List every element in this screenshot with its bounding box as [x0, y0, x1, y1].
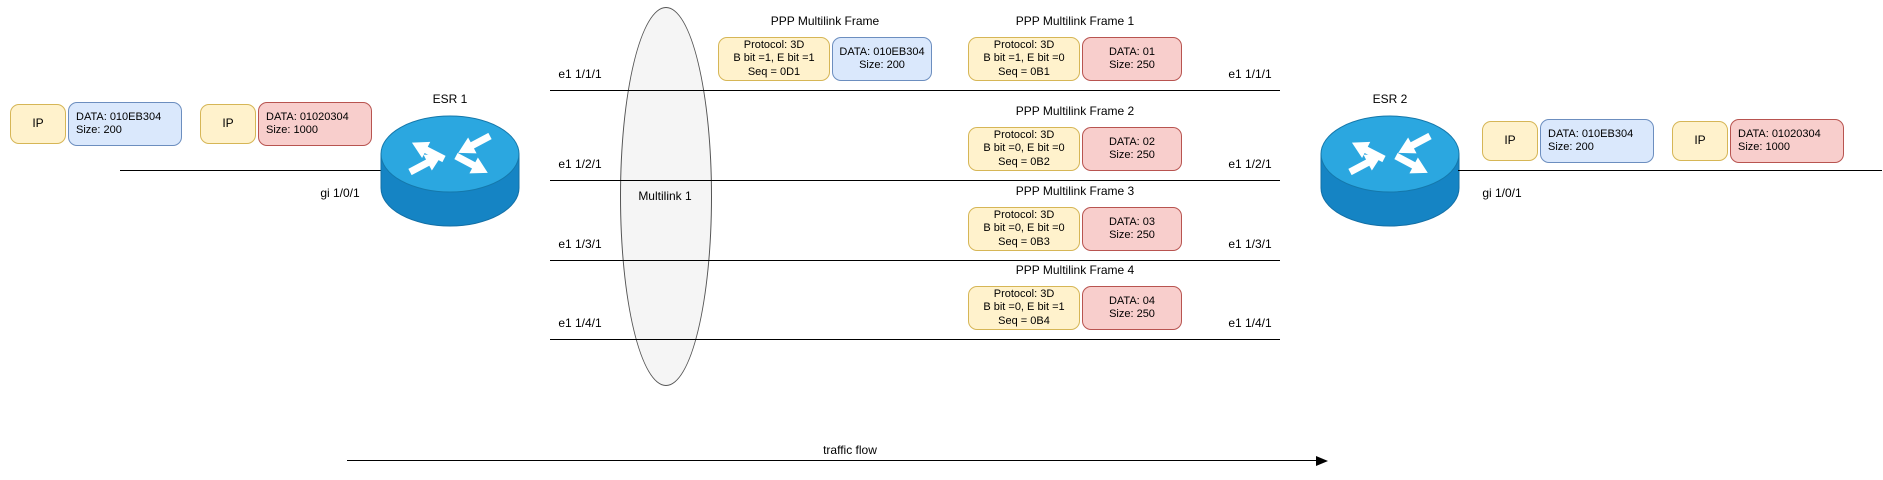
traffic-flow-arrowhead	[1316, 455, 1328, 466]
frame-seq: Seq = 0B3	[998, 235, 1050, 248]
link4-right-label: e1 1/4/1	[1228, 316, 1272, 330]
esr2-name: ESR 2	[1372, 92, 1408, 106]
frame1-header-box: Protocol: 3D B bit =1, E bit =0 Seq = 0B…	[968, 37, 1080, 81]
esr1-wan-line	[120, 170, 382, 171]
frame-protocol: Protocol: 3D	[993, 38, 1055, 51]
right-packet2-ip-header: IP	[1672, 121, 1728, 161]
link-line-4	[550, 339, 1280, 340]
frame3-data-box: DATA: 03 Size: 250	[1082, 207, 1182, 251]
frame1-data-box: DATA: 01 Size: 250	[1082, 37, 1182, 81]
left-packet2-ip-header: IP	[200, 104, 256, 144]
left-packet1-ip-header: IP	[10, 104, 66, 144]
ip-label: IP	[222, 116, 234, 131]
link-line-3	[550, 260, 1280, 261]
frame-data: DATA: 02	[1108, 135, 1156, 148]
frame-flags: B bit =0, E bit =0	[983, 142, 1065, 155]
right-packet1-payload: DATA: 010EB304 Size: 200	[1540, 119, 1654, 163]
frame-protocol: Protocol: 3D	[743, 38, 805, 51]
payload-data: DATA: 010EB304	[1548, 127, 1634, 140]
frame-flags: B bit =0, E bit =1	[983, 301, 1065, 314]
frame0-title: PPP Multilink Frame	[770, 14, 880, 28]
payload-data: DATA: 010EB304	[76, 110, 162, 123]
esr1-name: ESR 1	[432, 92, 468, 106]
link3-right-label: e1 1/3/1	[1228, 237, 1272, 251]
frame-size: Size: 250	[1109, 149, 1155, 161]
router-icon	[1320, 115, 1460, 227]
link1-left-label: e1 1/1/1	[558, 67, 602, 81]
frame1-title: PPP Multilink Frame 1	[1015, 14, 1135, 28]
link3-left-label: e1 1/3/1	[558, 237, 602, 251]
frame-flags: B bit =1, E bit =0	[983, 52, 1065, 65]
frame-flags: B bit =0, E bit =0	[983, 222, 1065, 235]
frame0-header-box: Protocol: 3D B bit =1, E bit =1 Seq = 0D…	[718, 37, 830, 81]
frame4-data-box: DATA: 04 Size: 250	[1082, 286, 1182, 330]
frame-protocol: Protocol: 3D	[993, 208, 1055, 221]
frame-size: Size: 250	[1109, 229, 1155, 241]
frame2-data-box: DATA: 02 Size: 250	[1082, 127, 1182, 171]
frame-seq: Seq = 0B2	[998, 155, 1050, 168]
frame-data: DATA: 01	[1108, 45, 1156, 58]
ip-label: IP	[1694, 133, 1706, 148]
frame0-data-box: DATA: 010EB304 Size: 200	[832, 37, 932, 81]
frame-size: Size: 250	[1109, 308, 1155, 320]
esr2-wan-line	[1458, 170, 1882, 171]
frame2-header-box: Protocol: 3D B bit =0, E bit =0 Seq = 0B…	[968, 127, 1080, 171]
payload-data: DATA: 01020304	[1738, 127, 1821, 140]
right-packet2-payload: DATA: 01020304 Size: 1000	[1730, 119, 1844, 163]
link-line-1	[550, 90, 1280, 91]
frame3-title: PPP Multilink Frame 3	[1015, 184, 1135, 198]
frame-data: DATA: 03	[1108, 215, 1156, 228]
payload-data: DATA: 01020304	[266, 110, 349, 123]
esr1-wan-label: gi 1/0/1	[320, 186, 360, 200]
left-packet1-payload: DATA: 010EB304 Size: 200	[68, 102, 182, 146]
payload-size: Size: 1000	[266, 124, 318, 136]
traffic-flow-arrow-line	[347, 460, 1317, 461]
frame-data: DATA: 04	[1108, 294, 1156, 307]
left-packet2-payload: DATA: 01020304 Size: 1000	[258, 102, 372, 146]
esr2-wan-label: gi 1/0/1	[1482, 186, 1522, 200]
link-line-2	[550, 180, 1280, 181]
frame4-header-box: Protocol: 3D B bit =0, E bit =1 Seq = 0B…	[968, 286, 1080, 330]
frame-size: Size: 200	[859, 59, 905, 71]
frame-seq: Seq = 0B1	[998, 65, 1050, 78]
frame-seq: Seq = 0D1	[747, 65, 801, 78]
link4-left-label: e1 1/4/1	[558, 316, 602, 330]
link2-right-label: e1 1/2/1	[1228, 157, 1272, 171]
multilink-label: Multilink 1	[638, 189, 692, 203]
frame2-title: PPP Multilink Frame 2	[1015, 104, 1135, 118]
multilink-bundle-ellipse	[620, 7, 712, 386]
traffic-flow-label: traffic flow	[823, 443, 877, 457]
frame-protocol: Protocol: 3D	[993, 128, 1055, 141]
payload-size: Size: 200	[76, 124, 122, 136]
payload-size: Size: 1000	[1738, 141, 1790, 153]
link1-right-label: e1 1/1/1	[1228, 67, 1272, 81]
frame4-title: PPP Multilink Frame 4	[1015, 263, 1135, 277]
link2-left-label: e1 1/2/1	[558, 157, 602, 171]
frame3-header-box: Protocol: 3D B bit =0, E bit =0 Seq = 0B…	[968, 207, 1080, 251]
frame-seq: Seq = 0B4	[998, 314, 1050, 327]
ip-label: IP	[1504, 133, 1516, 148]
payload-size: Size: 200	[1548, 141, 1594, 153]
router-icon	[380, 115, 520, 227]
ip-label: IP	[32, 116, 44, 131]
frame-size: Size: 250	[1109, 59, 1155, 71]
frame-data: DATA: 010EB304	[839, 45, 925, 58]
frame-protocol: Protocol: 3D	[993, 287, 1055, 300]
right-packet1-ip-header: IP	[1482, 121, 1538, 161]
frame-flags: B bit =1, E bit =1	[733, 52, 815, 65]
